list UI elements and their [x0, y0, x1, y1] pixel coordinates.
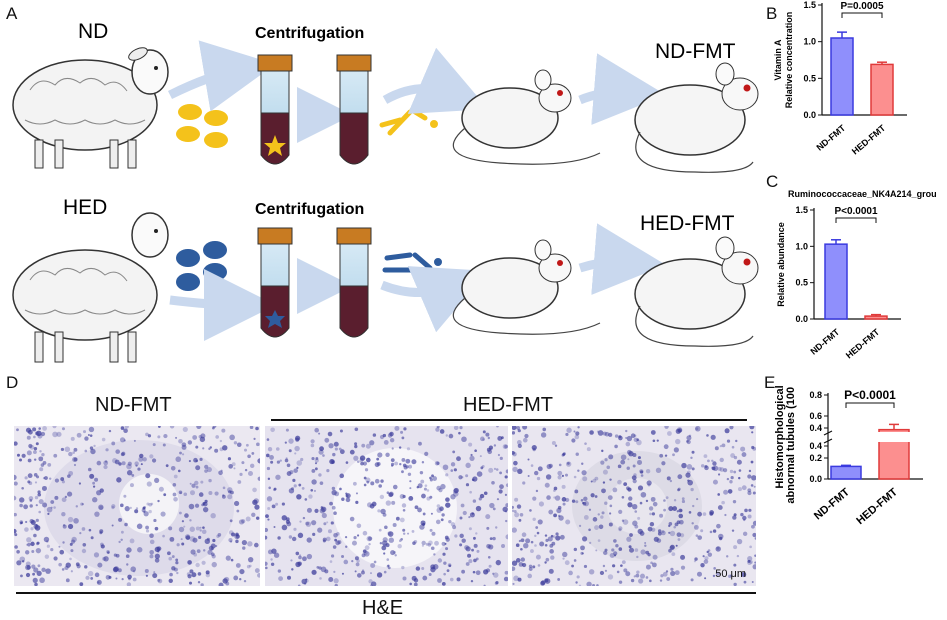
- centrifuge-tube-icon: [336, 54, 372, 165]
- panel-d-label-hed: HED-FMT: [463, 394, 553, 416]
- y-axis-label: Histomorphological: [774, 385, 786, 488]
- p-value-label: P<0.0001: [844, 388, 896, 402]
- panel-d-label-nd: ND-FMT: [95, 394, 172, 416]
- sheep-icon: [12, 212, 169, 363]
- axis-break-mark: [823, 430, 833, 436]
- row1-group-label: ND: [78, 20, 108, 43]
- histology-image-hed-2: 50 μm: [512, 426, 756, 586]
- recipient-label-2: HED-FMT: [640, 212, 735, 235]
- row2-group-label: HED: [63, 196, 107, 219]
- y-tick-label: 0.0: [795, 314, 808, 324]
- bar: [830, 37, 854, 116]
- y-axis-label: Vitamin A: [773, 39, 783, 81]
- group-bracket-line: [271, 419, 747, 421]
- y-tick-label: 0.6: [809, 411, 822, 421]
- panel-label-c: C: [766, 172, 779, 191]
- chart-c: Ruminococcaceae_NK4A214_grou 0.0 0.5 1.0 1.5…: [776, 189, 937, 361]
- y-tick-label: 0.0: [809, 474, 822, 484]
- stain-label: H&E: [362, 597, 404, 619]
- y-tick-label: 1.0: [803, 37, 816, 47]
- arrow-icon: [380, 266, 489, 333]
- bar-break-gap: [877, 432, 911, 442]
- mouse-icon: [634, 236, 759, 347]
- centrifuge-tube-icon: [336, 227, 372, 338]
- bar: [824, 243, 848, 320]
- panel-label-e: E: [764, 373, 776, 392]
- scale-bar-label: 50 μm: [715, 568, 746, 580]
- y-tick-label: 0.4: [809, 441, 822, 451]
- centrifugation-label-1: Centrifugation: [255, 25, 364, 42]
- y-tick-label: 0.2: [809, 453, 822, 463]
- panel-label-d: D: [6, 373, 19, 392]
- significance-bracket: [841, 12, 883, 18]
- y-tick-label: 0.4: [809, 423, 822, 433]
- sheep-icon: [12, 47, 169, 169]
- arrow-icon: [169, 268, 276, 341]
- y-tick-label: 0.5: [803, 73, 816, 83]
- x-tick-label: ND-FMT: [814, 123, 847, 153]
- x-tick-label: HED-FMT: [844, 327, 882, 361]
- arrow-icon: [578, 53, 666, 126]
- recipient-label-1: ND-FMT: [655, 40, 736, 63]
- x-tick-label: ND-FMT: [808, 327, 841, 357]
- bacteria-icon-nd: [379, 107, 438, 136]
- centrifugation-label-2: Centrifugation: [255, 201, 364, 218]
- histology-image-hed-1: [265, 426, 508, 586]
- y-tick-label: 1.0: [795, 241, 808, 251]
- p-value-label: P=0.0005: [840, 1, 884, 12]
- bar: [864, 315, 888, 320]
- mouse-icon: [452, 239, 601, 335]
- bar: [830, 465, 862, 480]
- y-axis-label: Relative concentration: [784, 12, 794, 109]
- panel-label-b: B: [766, 4, 778, 23]
- panel-a-schematic: ND Centrifugation ND-FMT: [12, 20, 759, 363]
- feces-pellets-hed: [176, 241, 227, 291]
- panel-label-a: A: [6, 4, 18, 23]
- x-tick-label: ND-FMT: [812, 486, 852, 522]
- histology-image-nd: [14, 426, 260, 586]
- y-tick-label: 0.0: [803, 110, 816, 120]
- arrow-icon: [382, 47, 489, 114]
- significance-bracket: [835, 217, 877, 223]
- chart-title: Ruminococcaceae_NK4A214_grou: [788, 189, 937, 199]
- mouse-icon: [452, 69, 601, 165]
- arrow-icon: [578, 223, 666, 296]
- y-tick-label: 0.8: [809, 390, 822, 400]
- stain-bracket-line: [16, 592, 756, 594]
- y-tick-label: 1.5: [803, 0, 816, 10]
- bar: [870, 63, 894, 116]
- centrifuge-tube-icon: [257, 54, 293, 165]
- arrow-icon: [167, 40, 276, 112]
- p-value-label: P<0.0001: [834, 206, 878, 217]
- axis-break-mark: [823, 438, 833, 444]
- feces-pellets-nd: [176, 104, 228, 148]
- centrifuge-tube-icon: [257, 227, 293, 338]
- bacteria-icon-hed: [382, 252, 442, 273]
- y-tick-label: 1.5: [795, 205, 808, 215]
- x-tick-label: HED-FMT: [850, 123, 888, 157]
- mouse-icon: [634, 62, 759, 173]
- significance-bracket: [845, 402, 895, 408]
- y-tick-label: 0.5: [795, 278, 808, 288]
- y-axis-label: Relative abundance: [776, 222, 786, 307]
- y-axis-label: abnormal tubules (100 %): [785, 385, 797, 504]
- x-tick-label: HED-FMT: [854, 486, 900, 527]
